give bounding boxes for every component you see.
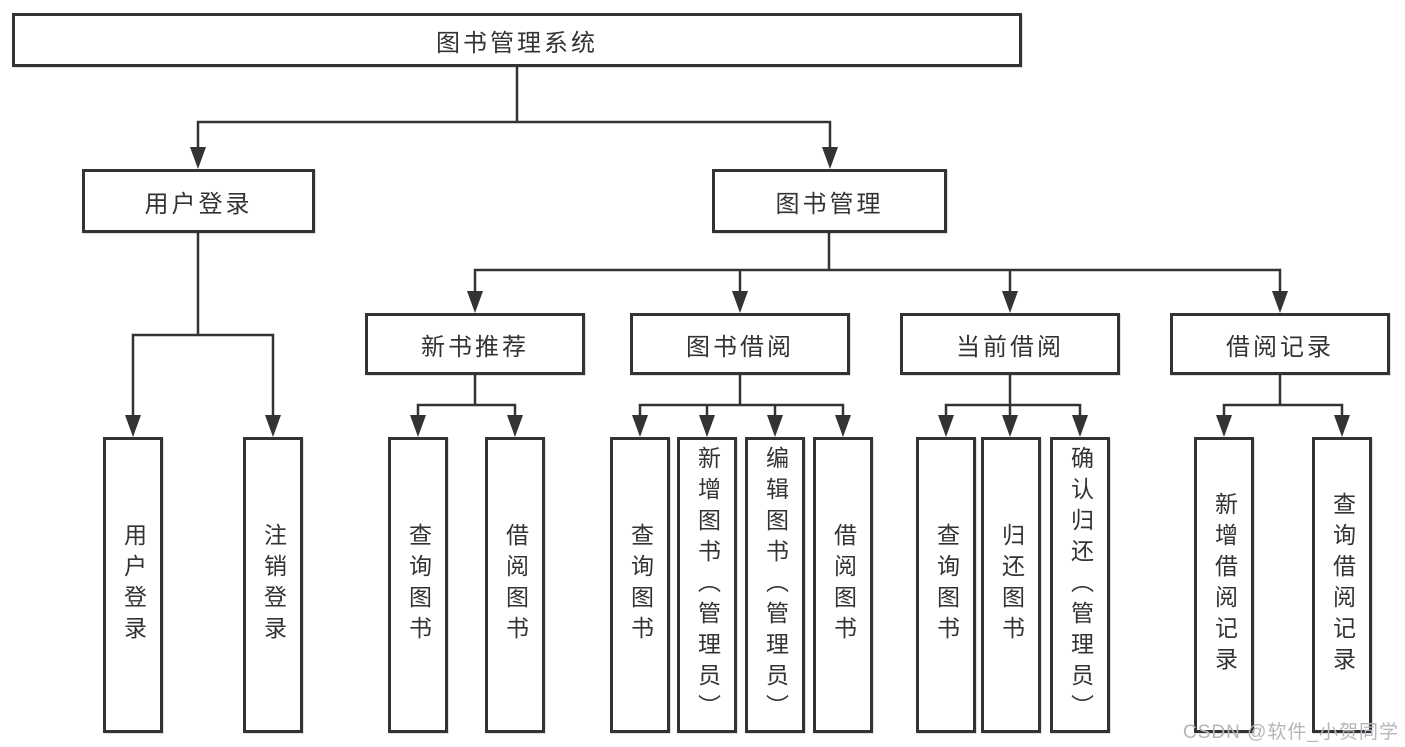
node-user-login: 用户登录 [82,169,315,233]
csdn-watermark: CSDN @软件_小贺同学 [1183,722,1399,743]
leaf-user-login: 用户登录 [103,437,163,733]
node-current-borrowing: 当前借阅 [900,313,1120,375]
leaf-borrow-books: 借阅图书 [813,437,873,733]
node-library-management-system: 图书管理系统 [12,13,1022,67]
leaf-query-books-recommend: 查询图书 [388,437,448,733]
leaf-query-books-borrowing: 查询图书 [610,437,670,733]
node-borrowing-records: 借阅记录 [1170,313,1390,375]
leaf-borrow-books-recommend: 借阅图书 [485,437,545,733]
leaf-query-books-current: 查询图书 [916,437,976,733]
leaf-logout: 注销登录 [243,437,303,733]
leaf-add-borrow-record: 新增借阅记录 [1194,437,1254,733]
node-new-book-recommendation: 新书推荐 [365,313,585,375]
leaf-return-books: 归还图书 [981,437,1041,733]
leaf-add-books-admin: 新增图书（管理员） [677,437,737,733]
arrowhead-icons [125,147,1350,437]
node-book-borrowing: 图书借阅 [630,313,850,375]
leaf-edit-books-admin: 编辑图书（管理员） [745,437,805,733]
leaf-confirm-return-admin: 确认归还（管理员） [1050,437,1110,733]
leaf-query-borrow-record: 查询借阅记录 [1312,437,1372,733]
node-book-management: 图书管理 [712,169,947,233]
